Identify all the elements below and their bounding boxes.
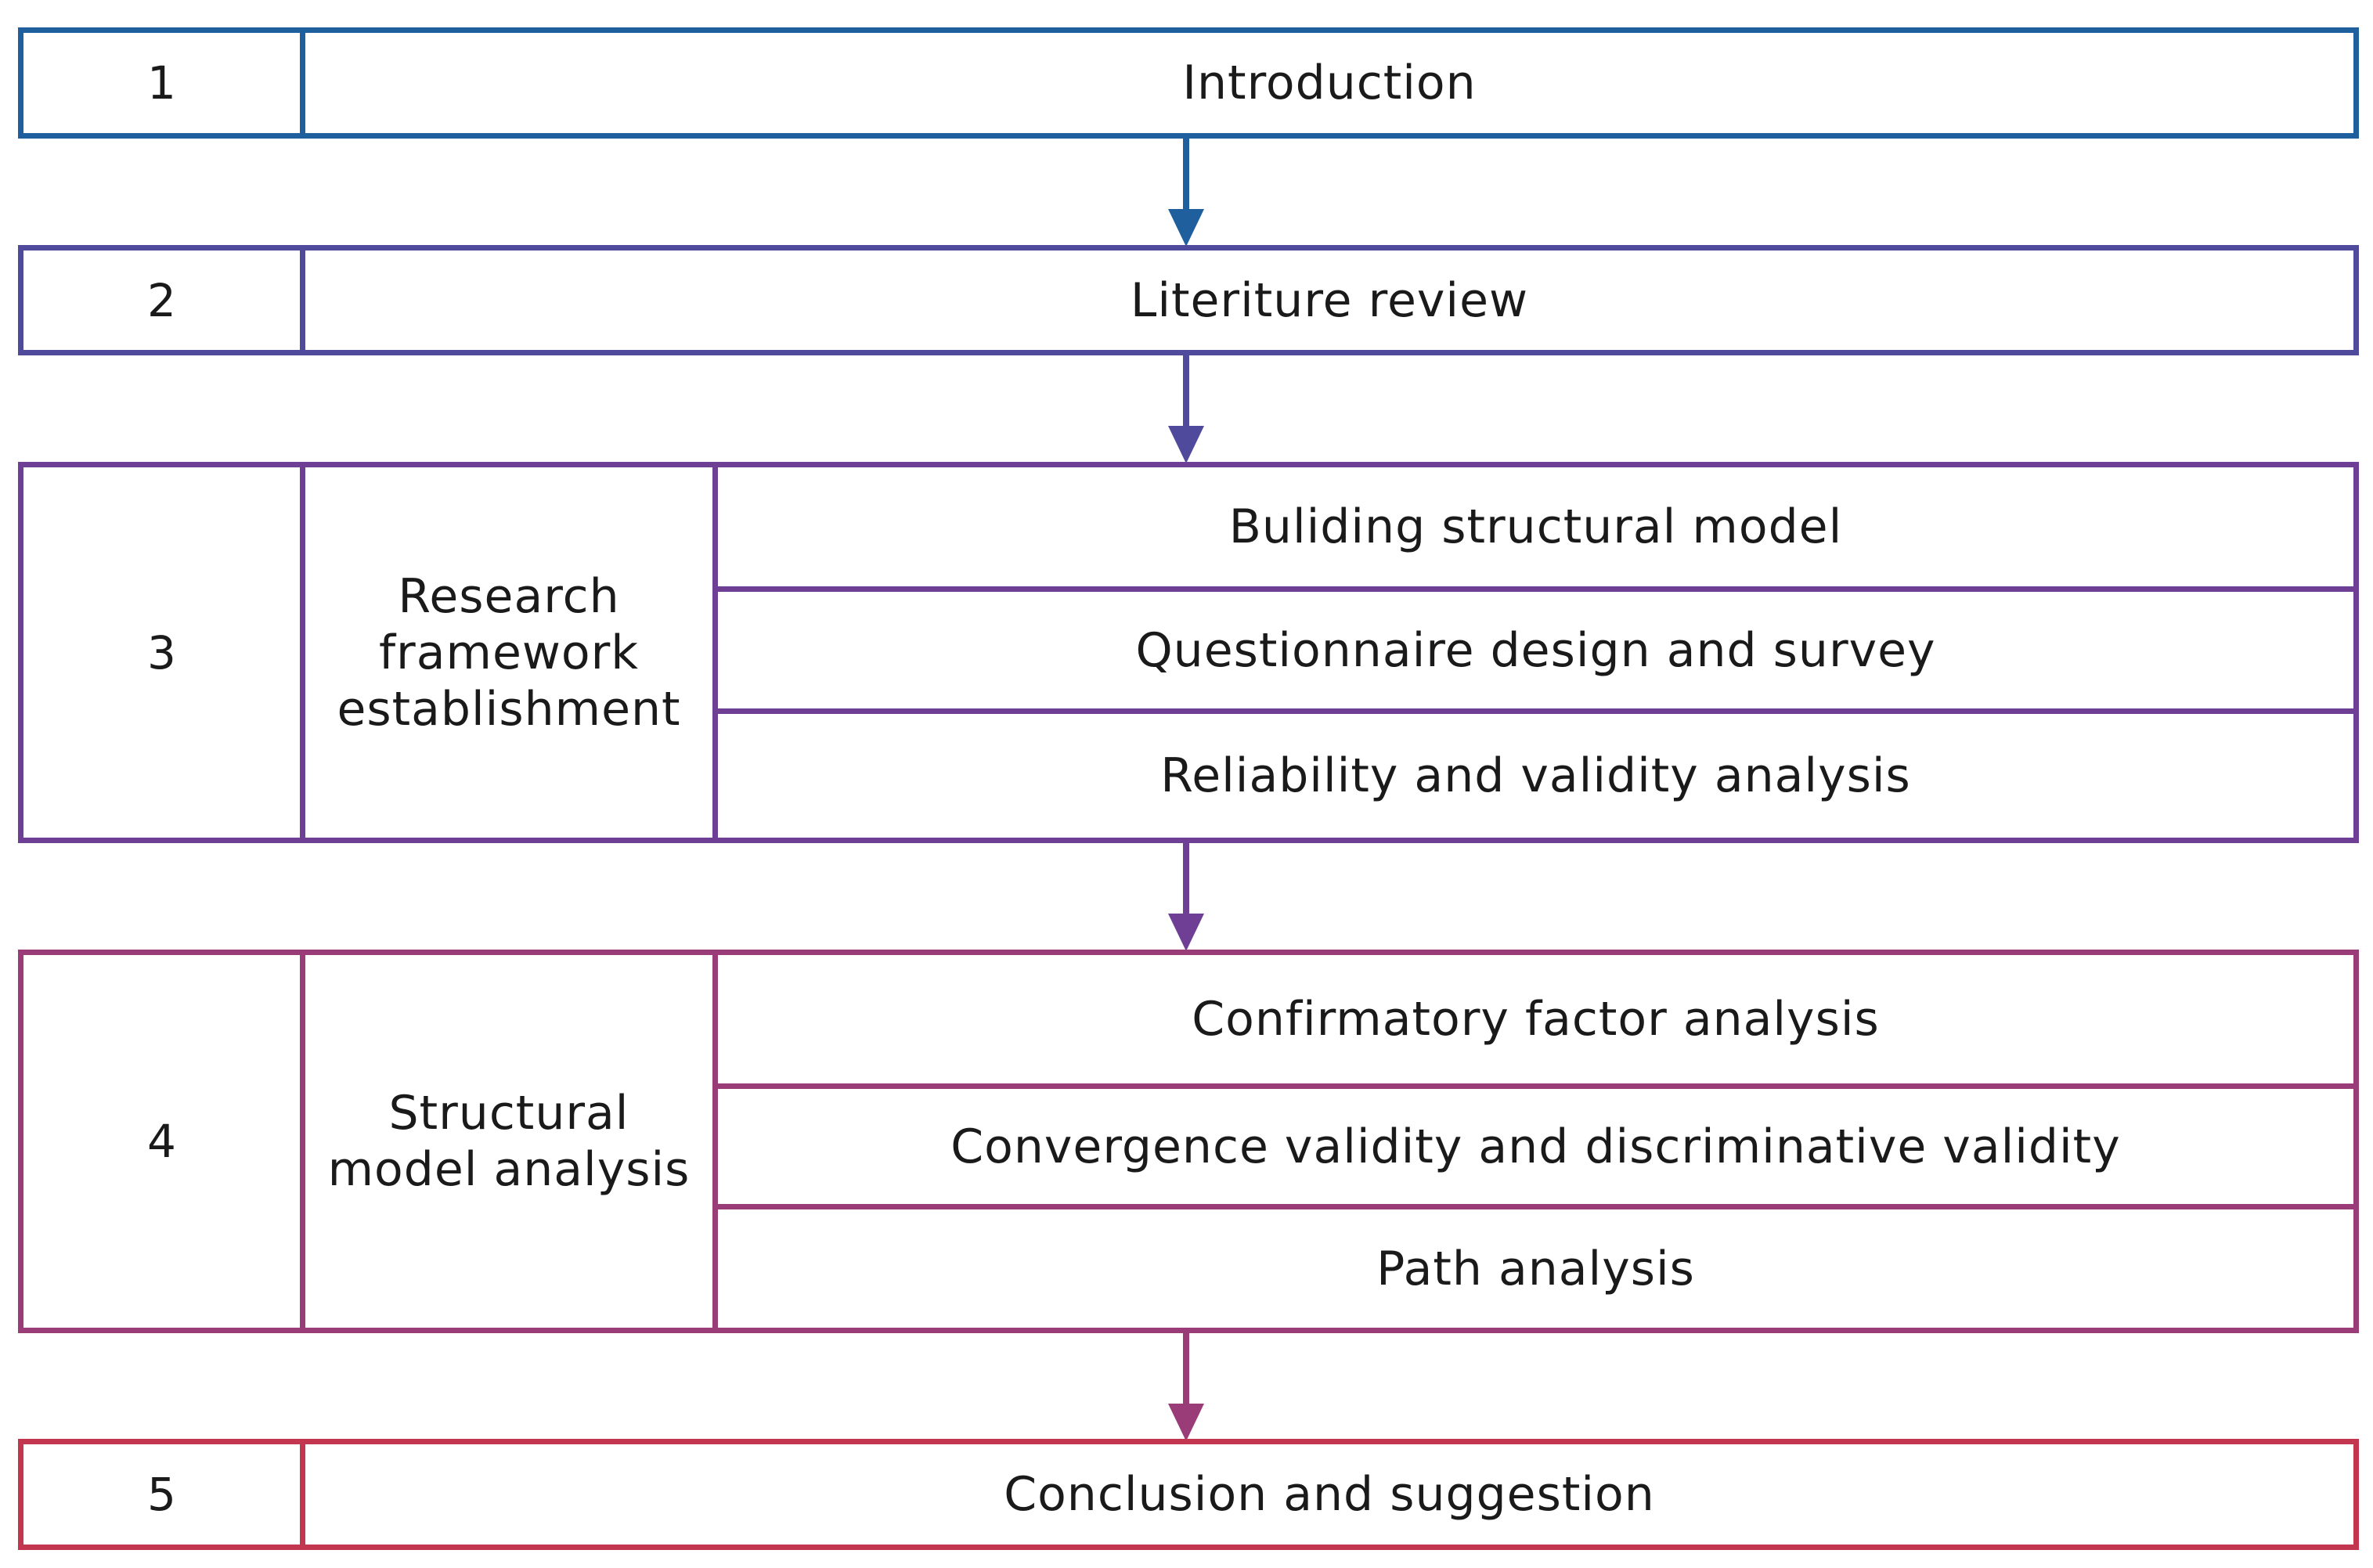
step-4-subitem-1: Confirmatory factor analysis xyxy=(1192,992,1880,1047)
step-5-number: 5 xyxy=(147,1468,176,1521)
step-3-label-line-1: Research xyxy=(398,568,620,624)
step-4-divider-a xyxy=(300,955,305,1328)
step-5-title: Conclusion and suggestion xyxy=(1004,1467,1655,1522)
step-1-divider xyxy=(300,33,305,133)
step-3-divider-b xyxy=(712,467,718,838)
arrow-3-to-4 xyxy=(1168,843,1204,951)
step-2-number: 2 xyxy=(147,273,176,327)
step-4-label-line-2: model analysis xyxy=(327,1142,691,1197)
step-3-subitem-1: Buliding structural model xyxy=(1228,499,1843,554)
step-1-title: Introduction xyxy=(1182,56,1477,110)
step-2-title: Literiture review xyxy=(1130,272,1529,328)
step-5-divider xyxy=(300,1444,305,1545)
step-3-row-divider-1 xyxy=(718,586,2353,592)
step-1-box: 1 Introduction xyxy=(18,27,2359,139)
step-3-row-divider-2 xyxy=(718,708,2353,714)
step-4-row-divider-1 xyxy=(718,1083,2353,1089)
step-3-box: 3 Research framework establishment Bulid… xyxy=(18,462,2359,843)
step-3-number: 3 xyxy=(147,625,176,679)
step-3-divider-a xyxy=(300,467,305,838)
step-4-subitem-2: Convergence validity and discriminative … xyxy=(950,1119,2121,1174)
step-5-box: 5 Conclusion and suggestion xyxy=(18,1439,2359,1550)
step-2-box: 2 Literiture review xyxy=(18,245,2359,355)
step-4-label: Structural model analysis xyxy=(305,955,712,1328)
step-3-label-line-3: establishment xyxy=(337,681,681,737)
step-4-box: 4 Structural model analysis Confirmatory… xyxy=(18,950,2359,1333)
step-4-label-line-1: Structural xyxy=(388,1086,629,1141)
step-3-subitem-3: Reliability and validity analysis xyxy=(1160,748,1911,803)
step-1-number: 1 xyxy=(147,56,176,110)
step-4-divider-b xyxy=(712,955,718,1328)
step-4-number: 4 xyxy=(147,1115,176,1168)
step-4-subitem-3: Path analysis xyxy=(1376,1241,1695,1296)
step-3-label: Research framework establishment xyxy=(305,467,712,838)
step-4-row-divider-2 xyxy=(718,1204,2353,1209)
arrow-1-to-2 xyxy=(1168,139,1204,247)
step-2-divider xyxy=(300,251,305,350)
step-3-label-line-2: framework xyxy=(378,625,640,680)
arrow-2-to-3 xyxy=(1168,355,1204,463)
step-3-subitem-2: Questionnaire design and survey xyxy=(1135,622,1936,678)
arrow-4-to-5 xyxy=(1168,1333,1204,1441)
